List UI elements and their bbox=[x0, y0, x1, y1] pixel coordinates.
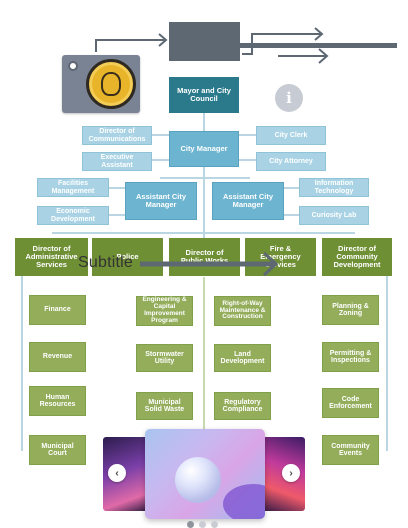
director-node: Fire & Emergency Services bbox=[245, 238, 316, 276]
orb-graphic bbox=[175, 457, 221, 503]
carousel-pagination bbox=[187, 521, 221, 528]
connector bbox=[108, 214, 128, 216]
connector bbox=[108, 187, 128, 189]
connector bbox=[150, 134, 170, 136]
public-works-unit-node: Regulatory Compliance bbox=[214, 392, 271, 420]
admin-unit-node: Municipal Court bbox=[29, 435, 86, 465]
mayor-node: Mayor and City Council bbox=[169, 77, 239, 113]
connector bbox=[52, 232, 355, 234]
public-works-unit-node: Right-of-Way Maintenance & Construction bbox=[214, 296, 271, 326]
community-unit-node: Permitting & Inspections bbox=[322, 342, 379, 372]
director-communications-node: Director of Communications bbox=[82, 126, 152, 145]
public-works-unit-node: Municipal Solid Waste bbox=[136, 392, 193, 420]
carousel-next-button[interactable]: › bbox=[282, 464, 300, 482]
subtitle-text: Subtitle bbox=[78, 254, 133, 271]
admin-unit-node: Human Resources bbox=[29, 386, 86, 416]
executive-assistant-node: Executive Assistant bbox=[82, 152, 152, 171]
connector bbox=[282, 187, 300, 189]
director-node: Police bbox=[92, 238, 163, 276]
director-node: Director of Administrative Services bbox=[15, 238, 88, 276]
facilities-management-node: Facilities Management bbox=[37, 178, 109, 197]
image-carousel[interactable]: ‹ › bbox=[103, 429, 305, 519]
connector bbox=[150, 159, 170, 161]
connector bbox=[238, 134, 258, 136]
connector bbox=[203, 167, 205, 241]
carousel-dot[interactable] bbox=[187, 521, 194, 528]
information-technology-node: Information Technology bbox=[299, 178, 369, 197]
connector bbox=[203, 277, 205, 437]
community-unit-node: Code Enforcement bbox=[322, 388, 379, 418]
admin-unit-node: Revenue bbox=[29, 342, 86, 372]
director-node: Director of Public Works bbox=[169, 238, 240, 276]
public-works-unit-node: Land Development bbox=[214, 344, 271, 372]
top-node-box bbox=[169, 22, 240, 61]
city-attorney-node: City Attorney bbox=[256, 152, 326, 171]
public-works-unit-node: Engineering & Capital Improvement Progra… bbox=[136, 296, 193, 326]
connector bbox=[21, 276, 23, 451]
carousel-prev-button[interactable]: ‹ bbox=[108, 464, 126, 482]
blob-graphic bbox=[223, 484, 265, 519]
connector bbox=[282, 214, 300, 216]
radio-dot-icon[interactable] bbox=[68, 61, 78, 71]
public-works-unit-node: Stormwater Utility bbox=[136, 344, 193, 372]
director-node: Director of Community Development bbox=[322, 238, 392, 276]
connector bbox=[160, 177, 250, 179]
seal-card[interactable] bbox=[62, 55, 140, 113]
connector bbox=[386, 276, 388, 451]
flow-arrows-graphic bbox=[95, 27, 397, 64]
curiosity-lab-node: Curiosity Lab bbox=[299, 206, 369, 225]
carousel-dot[interactable] bbox=[211, 521, 218, 528]
subtitle-arrow-icon bbox=[140, 251, 279, 277]
assistant-manager-left-node: Assistant City Manager bbox=[125, 182, 197, 220]
connector bbox=[238, 159, 258, 161]
admin-unit-node: Finance bbox=[29, 295, 86, 325]
city-clerk-node: City Clerk bbox=[256, 126, 326, 145]
connector bbox=[203, 113, 205, 133]
economic-development-node: Economic Development bbox=[37, 206, 109, 225]
info-icon[interactable]: i bbox=[275, 84, 303, 112]
carousel-active-slide-image[interactable] bbox=[145, 429, 265, 519]
carousel-dot[interactable] bbox=[199, 521, 206, 528]
assistant-manager-right-node: Assistant City Manager bbox=[212, 182, 284, 220]
city-seal-icon bbox=[86, 59, 136, 109]
city-manager-node: City Manager bbox=[169, 131, 239, 167]
community-unit-node: Community Events bbox=[322, 435, 379, 465]
community-unit-node: Planning & Zoning bbox=[322, 295, 379, 325]
